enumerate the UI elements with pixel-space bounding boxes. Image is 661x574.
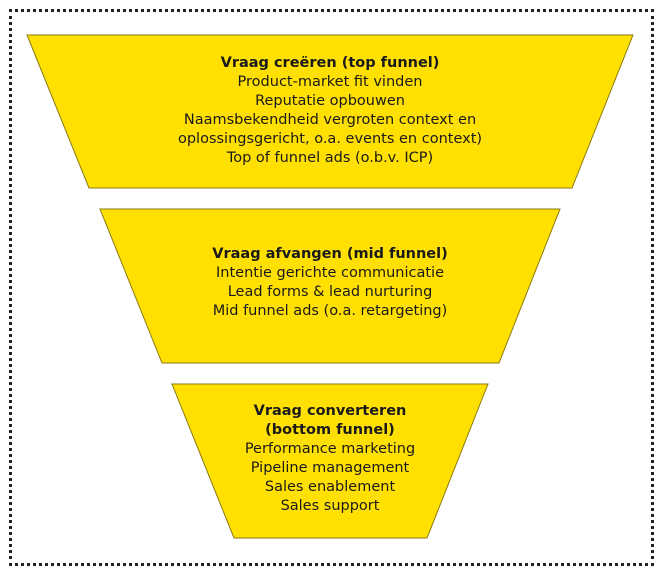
stage-line: Sales enablement: [264, 479, 396, 495]
stage-line: Intentie gerichte communicatie: [216, 265, 444, 281]
funnel-stage-mid: Vraag afvangen (mid funnel) Intentie ger…: [110, 245, 550, 321]
stage-title: Vraag afvangen (mid funnel): [212, 246, 448, 262]
stage-line: Sales support: [280, 498, 380, 514]
stage-title-continued: (bottom funnel): [265, 422, 395, 438]
stage-line: Pipeline management: [250, 460, 410, 476]
funnel-stage-mid-shape: [99, 208, 561, 364]
stage-line: oplossingsgericht, o.a. events en contex…: [177, 131, 483, 147]
funnel-stage-bottom: Vraag converteren (bottom funnel) Perfor…: [180, 402, 480, 516]
stage-line: Top of funnel ads (o.b.v. ICP): [226, 150, 434, 166]
stage-line: Naamsbekendheid vergroten context en: [183, 112, 477, 128]
stage-line: Lead forms & lead nurturing: [227, 284, 433, 300]
funnel-stage-bottom-shape: [171, 383, 489, 539]
stage-line: Product-market fit vinden: [237, 74, 423, 90]
stage-line: Reputatie opbouwen: [255, 93, 405, 109]
funnel-stage-top-shape: [26, 34, 634, 189]
funnel-stage-top: Vraag creëren (top funnel) Product-marke…: [40, 54, 620, 168]
stage-title: Vraag converteren: [253, 403, 407, 419]
stage-line: Mid funnel ads (o.a. retargeting): [212, 303, 448, 319]
dotted-frame: [9, 9, 654, 566]
stage-line: Performance marketing: [244, 441, 416, 457]
stage-title: Vraag creëren (top funnel): [220, 55, 440, 71]
